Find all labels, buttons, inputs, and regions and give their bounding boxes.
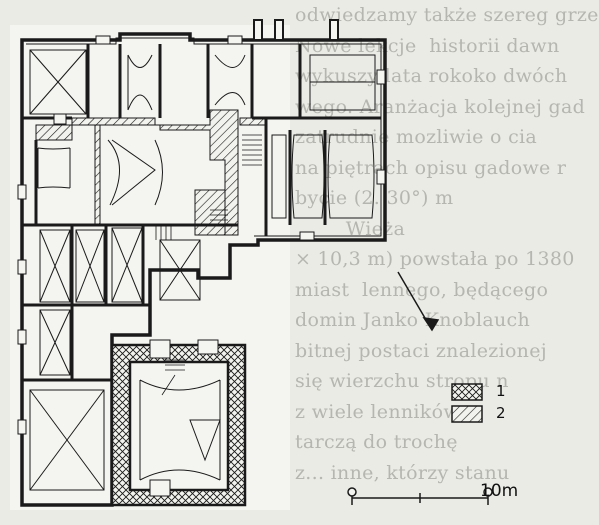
background-text-line: z... inne, którzy stanu bbox=[295, 461, 510, 484]
background-text-line: zatrudnie mozliwie o cia bbox=[295, 126, 538, 148]
scale-bar bbox=[347, 487, 493, 505]
legend-swatch-diagonal bbox=[451, 405, 483, 423]
floor-plan bbox=[10, 19, 493, 510]
legend-swatch-crosshatch bbox=[451, 383, 483, 401]
background-text-line: na piętrach opisu gadowe r bbox=[295, 156, 567, 179]
north-arrow bbox=[397, 271, 440, 332]
background-text-line: odwiedzamy także szereg grze bbox=[295, 4, 599, 26]
roof-turrets bbox=[253, 19, 339, 41]
background-text-line: × 10,3 m) powstała po 1380 bbox=[295, 248, 575, 270]
vault-crosses bbox=[29, 49, 376, 491]
interior-walls bbox=[22, 44, 381, 382]
background-text-line: miast lennego, będącego bbox=[295, 278, 549, 301]
background-text-line: z wiele lenników bbox=[295, 400, 486, 423]
background-text-line: bitnej postaci znalezionej bbox=[295, 339, 547, 362]
phase-2-walls bbox=[35, 109, 266, 236]
plan-paper bbox=[10, 25, 290, 510]
openings bbox=[17, 35, 386, 435]
tower bbox=[110, 339, 247, 507]
background-text-line: domin Janko Knoblauch bbox=[295, 309, 530, 331]
outer-walls bbox=[20, 32, 387, 507]
background-text-line: tarczą do trochę bbox=[295, 431, 465, 453]
stairs bbox=[155, 134, 262, 240]
legend-label-1: 1 bbox=[496, 382, 506, 400]
tower-stair bbox=[161, 359, 185, 396]
background-text-line: Wieża bbox=[295, 217, 450, 240]
legend-label-2: 2 bbox=[496, 404, 506, 422]
background-text-line: bycie (2. 30°) m bbox=[295, 187, 486, 209]
scale-end-label: 10m bbox=[480, 481, 519, 501]
